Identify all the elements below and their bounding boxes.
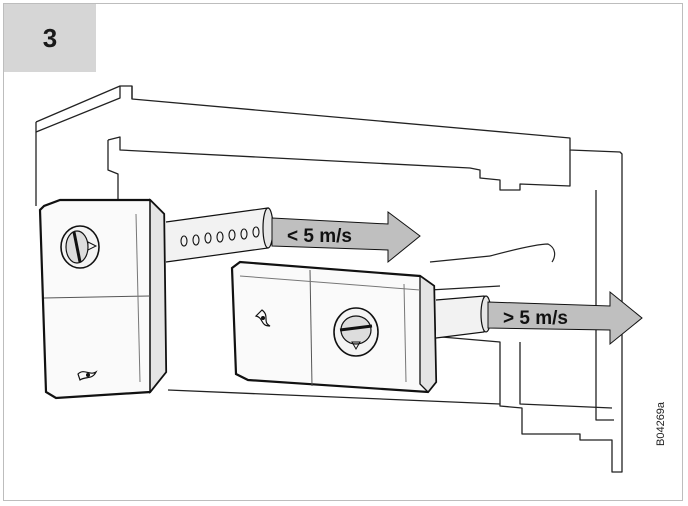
duct-inner-bottom [519,342,613,409]
device-right [230,260,438,394]
reference-code: B04269a [655,401,667,446]
step-number-box: 3 [4,4,96,72]
rear-fitting [429,243,556,291]
duct-lip [35,86,121,133]
left-knob [60,225,100,269]
right-fan-icon [254,309,271,327]
airflow-low-label: < 5 m/s [287,226,352,247]
airflow-high-label: > 5 m/s [503,308,568,329]
duct-inner-top [107,136,571,191]
duct-back-right [595,190,614,421]
device-left [38,198,168,400]
left-fan-icon [77,370,98,381]
duct-floor [167,389,501,405]
right-knob [333,307,379,357]
probe-tube-right [435,295,492,339]
probe-tube-left [165,207,274,263]
airflow-arrow-low: < 5 m/s [271,211,421,264]
step-number: 3 [42,22,58,53]
airflow-arrow-high: > 5 m/s [487,290,643,346]
